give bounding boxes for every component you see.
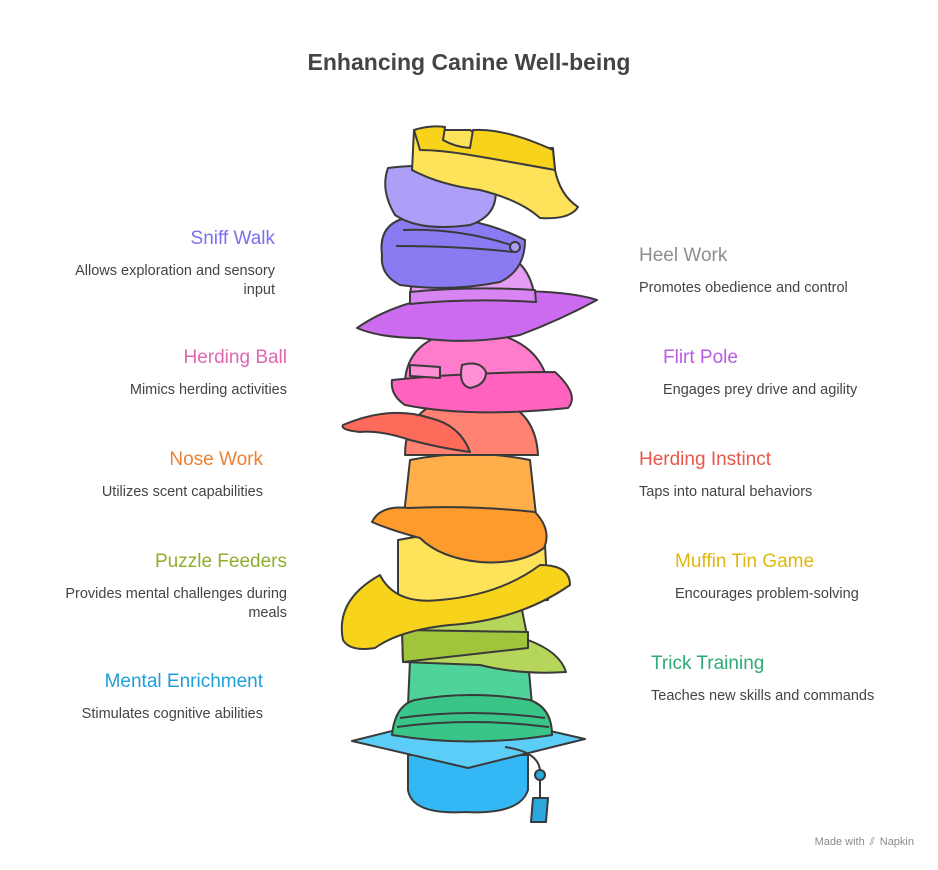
diagram-title: Enhancing Canine Well-being — [307, 49, 631, 75]
item-nose-work: Nose Work Utilizes scent capabilities — [13, 449, 263, 502]
item-label: Flirt Pole — [663, 347, 738, 368]
item-muffin-tin-game: Muffin Tin Game Encourages problem-solvi… — [675, 551, 915, 604]
item-puzzle-feeders: Puzzle Feeders Provides mental challenge… — [42, 551, 287, 623]
item-description: Utilizes scent capabilities — [101, 484, 263, 500]
item-description: Provides mental challenges during meals — [65, 586, 287, 621]
item-label: Puzzle Feeders — [154, 551, 287, 572]
brand-name: Napkin — [879, 836, 914, 848]
item-sniff-walk: Sniff Walk Allows exploration and sensor… — [45, 228, 275, 300]
item-description: Encourages problem-solving — [675, 586, 859, 602]
item-mental-enrichment: Mental Enrichment Stimulates cognitive a… — [13, 671, 263, 724]
item-description: Allows exploration and sensory input — [75, 263, 275, 298]
item-description: Taps into natural behaviors — [639, 484, 813, 500]
item-herding-ball: Herding Ball Mimics herding activities — [37, 347, 287, 400]
item-flirt-pole: Flirt Pole Engages prey drive and agilit… — [663, 347, 913, 400]
item-label: Muffin Tin Game — [675, 551, 815, 572]
item-description: Promotes obedience and control — [639, 280, 848, 296]
pink-bowler-hat — [390, 329, 573, 414]
napkin-logo-icon: ⫽ — [869, 836, 875, 848]
item-label: Nose Work — [169, 449, 263, 470]
item-description: Mimics herding activities — [129, 382, 287, 398]
item-label: Herding Ball — [183, 347, 288, 368]
made-with-footer: Made with ⫽ Napkin — [815, 836, 914, 849]
sun-visor-hat — [411, 125, 579, 220]
item-label: Mental Enrichment — [104, 671, 263, 692]
item-label: Trick Training — [651, 653, 765, 674]
item-herding-instinct: Herding Instinct Taps into natural behav… — [639, 449, 899, 502]
made-with-text: Made with — [814, 836, 865, 848]
item-description: Engages prey drive and agility — [663, 382, 858, 398]
item-description: Teaches new skills and commands — [651, 688, 875, 704]
item-trick-training: Trick Training Teaches new skills and co… — [651, 653, 911, 706]
item-label: Sniff Walk — [190, 228, 275, 249]
item-label: Herding Instinct — [639, 449, 772, 470]
item-label: Heel Work — [639, 245, 728, 266]
item-heel-work: Heel Work Promotes obedience and control — [639, 245, 909, 298]
item-description: Stimulates cognitive abilities — [81, 706, 263, 722]
fedora-hat — [371, 453, 548, 564]
